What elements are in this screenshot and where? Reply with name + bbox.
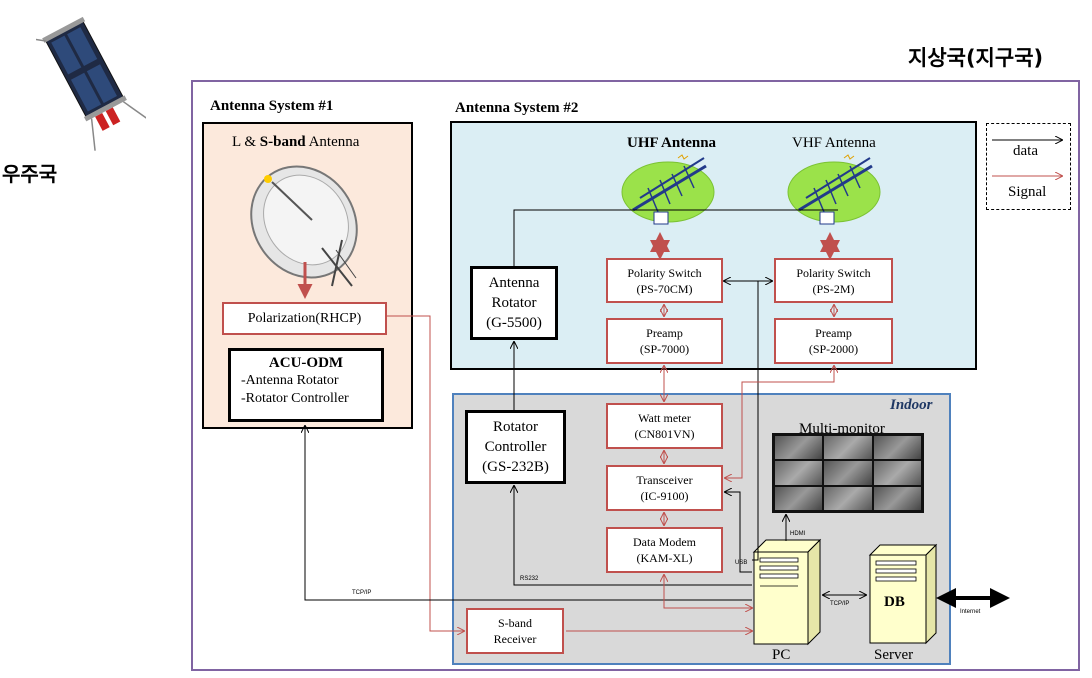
dish-antenna-icon	[250, 165, 358, 287]
ground-station-frame	[191, 80, 1080, 671]
vhf-antenna-icon	[787, 154, 881, 225]
rotator-controller-box: Rotator Controller (GS-232B)	[465, 410, 566, 484]
uhf-antenna-icon	[621, 154, 715, 225]
acu-odm-line2: -Rotator Controller	[241, 391, 349, 406]
space-station-label: 우주국	[2, 162, 58, 186]
satellite-icon	[36, 16, 146, 151]
sband-receiver-box: S-band Receiver	[466, 608, 564, 654]
acu-odm-box: ACU-ODM -Antenna Rotator -Rotator Contro…	[228, 348, 384, 422]
pc-label: PC	[772, 647, 791, 663]
vhf-antenna-label: VHF Antenna	[792, 135, 876, 151]
legend-data-label: data	[1013, 143, 1038, 159]
tcpip-right-label: TCP/IP	[830, 601, 850, 607]
acu-odm-line1: -Antenna Rotator	[241, 373, 339, 388]
data-modem-box: Data Modem (KAM-XL)	[606, 527, 723, 573]
legend-signal-label: Signal	[1008, 184, 1047, 200]
db-label: DB	[884, 594, 905, 610]
ground-station-label: 지상국(지구국)	[908, 46, 1044, 70]
watt-meter-box: Watt meter (CN801VN)	[606, 403, 723, 449]
preamp-vhf-box: Preamp (SP-2000)	[774, 318, 893, 364]
polarization-box: Polarization(RHCP)	[222, 302, 387, 335]
antenna-rotator-box: Antenna Rotator (G-5500)	[470, 266, 558, 340]
sband-antenna-label: L & S-band Antenna	[232, 134, 360, 150]
rs232-label: RS232	[520, 576, 539, 582]
antenna-system-2-title: Antenna System #2	[455, 100, 579, 116]
tcpip-left-label: TCP/IP	[352, 590, 372, 596]
indoor-title: Indoor	[890, 397, 933, 413]
uhf-antenna-label: UHF Antenna	[627, 135, 717, 151]
server-icon	[868, 543, 938, 645]
server-label: Server	[874, 647, 914, 663]
internet-label: Internet	[960, 609, 981, 615]
hdmi-label: HDMI	[790, 531, 806, 537]
preamp-uhf-box: Preamp (SP-7000)	[606, 318, 723, 364]
antenna-system-1-title: Antenna System #1	[210, 98, 334, 114]
polarity-switch-uhf-box: Polarity Switch (PS-70CM)	[606, 258, 723, 303]
pc-icon	[752, 538, 822, 646]
acu-odm-title: ACU-ODM	[268, 355, 344, 371]
transceiver-box: Transceiver (IC-9100)	[606, 465, 723, 511]
usb-label: USB	[735, 560, 748, 566]
